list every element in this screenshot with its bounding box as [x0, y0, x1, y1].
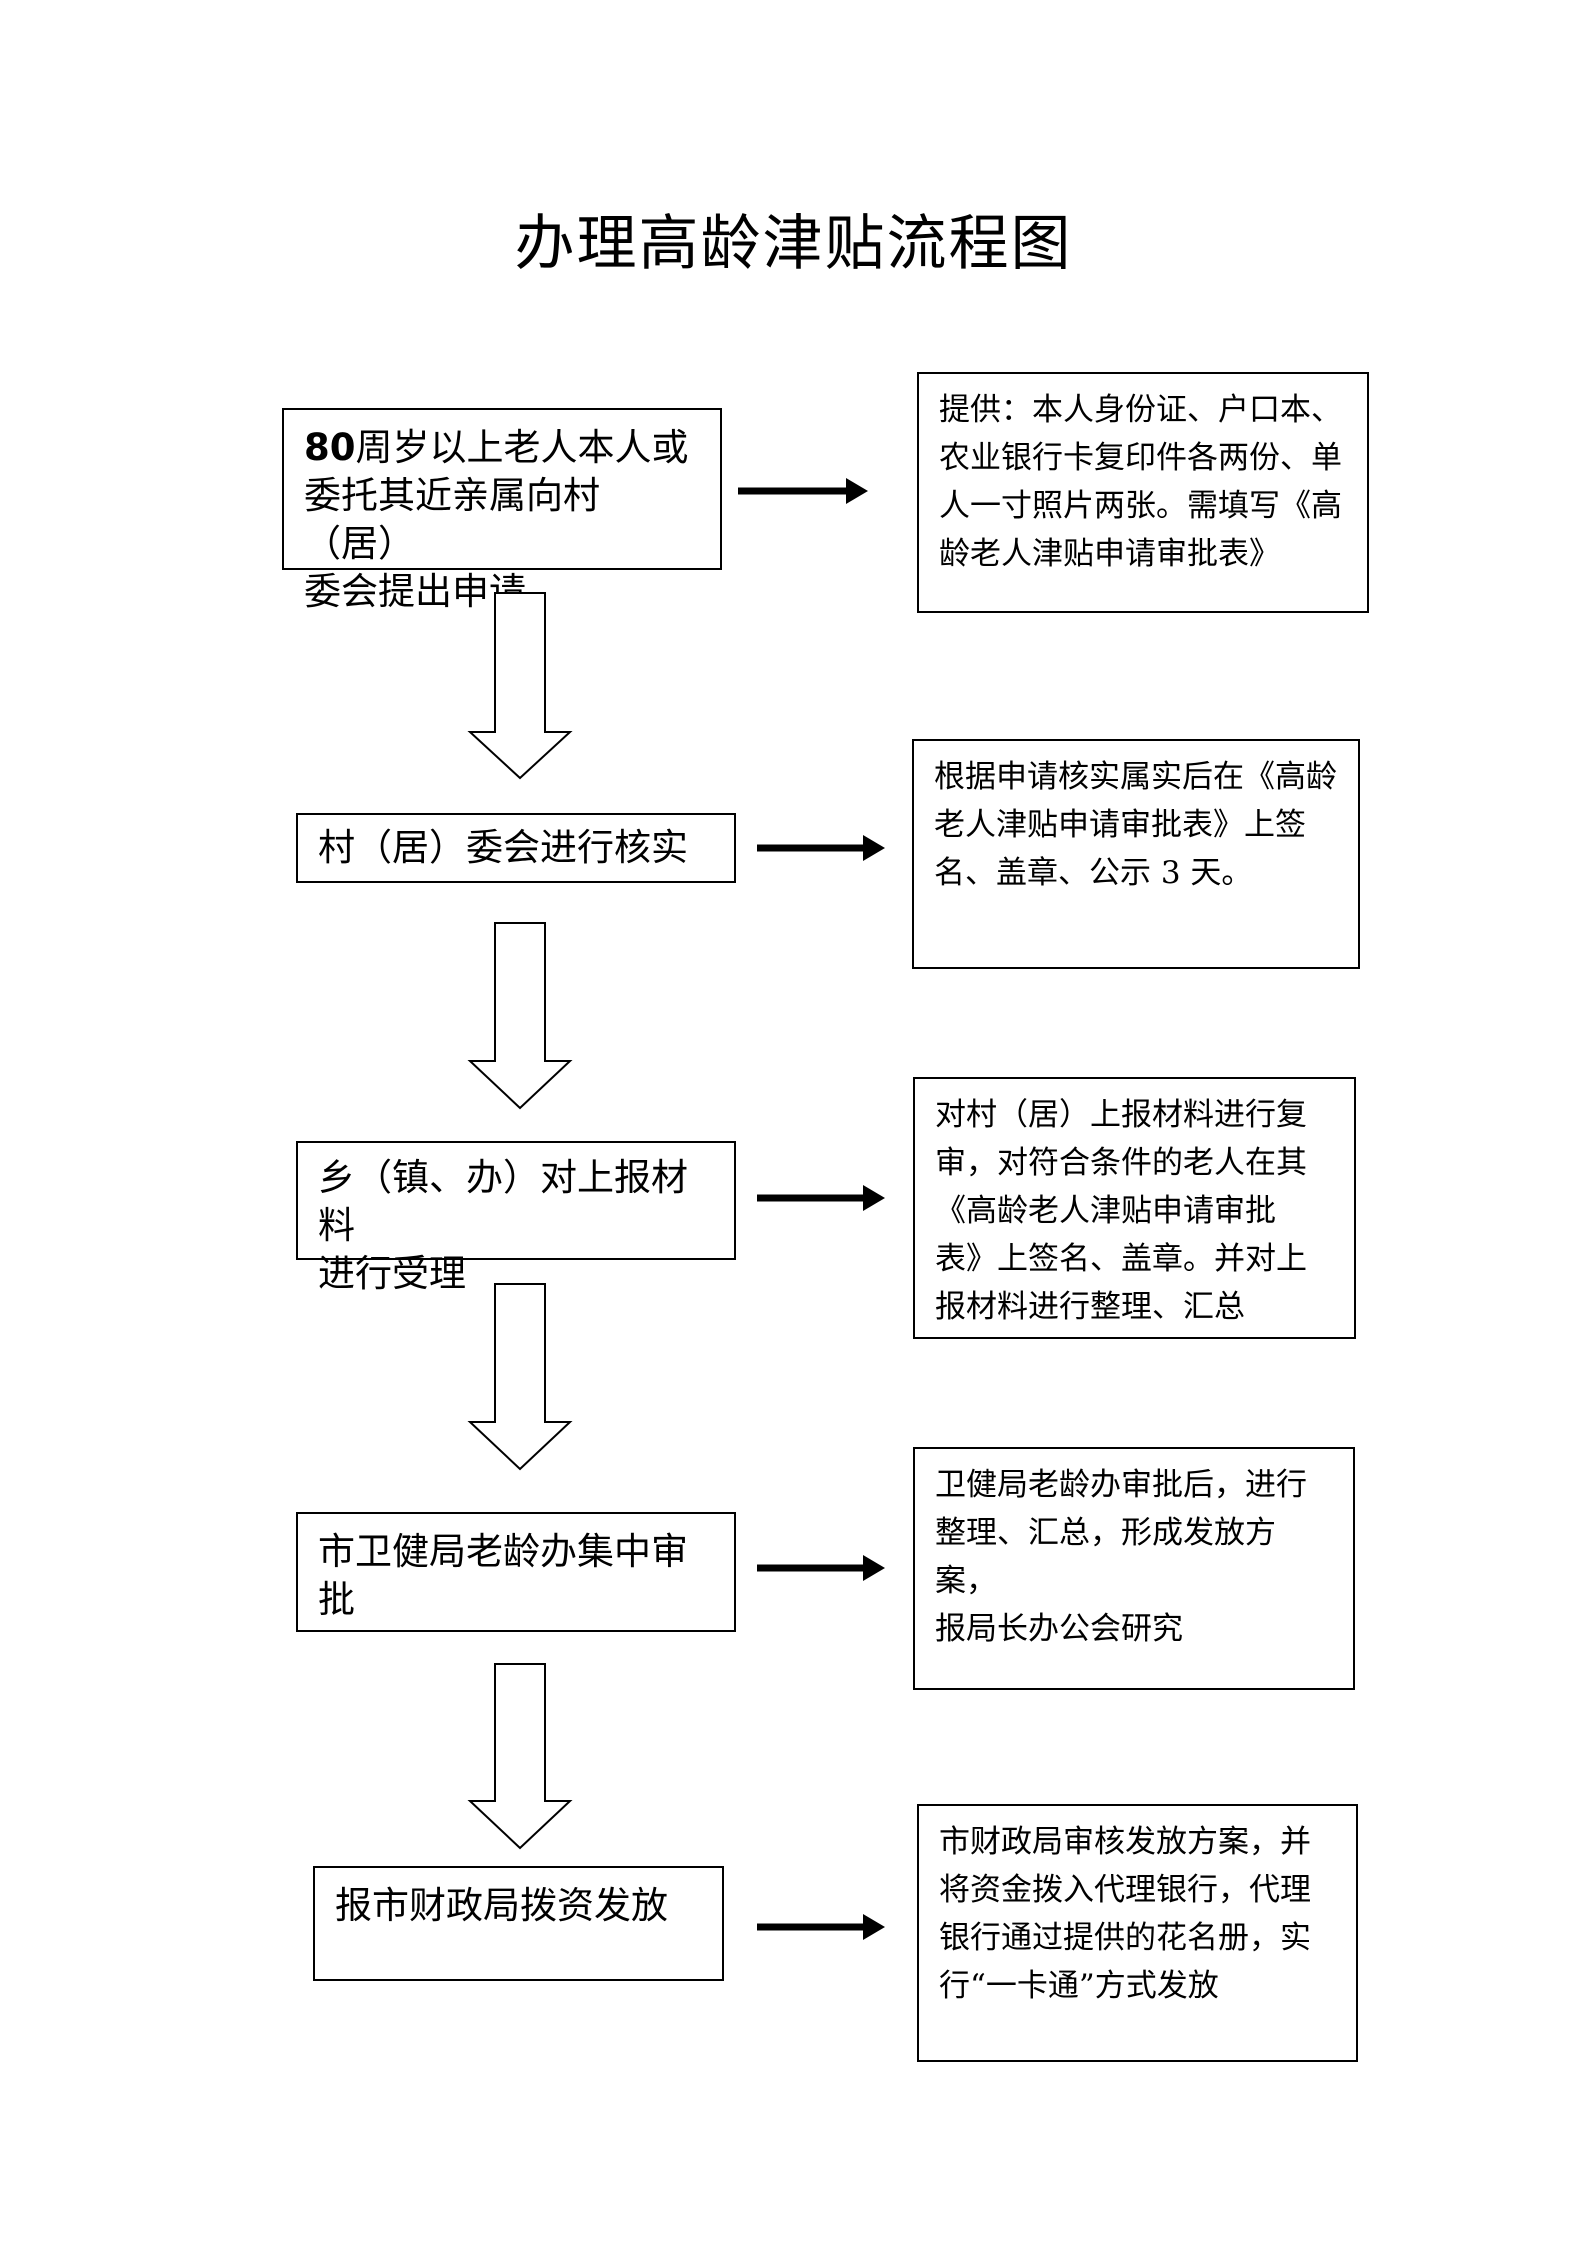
- step-2-box: 村（居）委会进行核实: [296, 813, 736, 883]
- down-arrow-1: [467, 592, 573, 780]
- down-arrow-4: [467, 1663, 573, 1850]
- step-1-box: 80周岁以上老人本人或 委托其近亲属向村（居） 委会提出申请: [282, 408, 722, 613]
- right-arrow-5: [757, 1914, 885, 1940]
- step-4-box: 市卫健局老龄办集中审 批: [296, 1512, 736, 1632]
- step-3-note: 对村（居）上报材料进行复 审，对符合条件的老人在其 《高龄老人津贴申请审批 表》…: [935, 1097, 1307, 1325]
- step-1-lead: 80: [304, 426, 356, 469]
- step-4-note-box: 卫健局老龄办审批后，进行 整理、汇总，形成发放方案， 报局长办公会研究: [913, 1447, 1355, 1690]
- step-5-label: 报市财政局拨资发放: [335, 1884, 668, 1927]
- step-3-box: 乡（镇、办）对上报材料 进行受理: [296, 1141, 736, 1295]
- step-5-note: 市财政局审核发放方案，并 将资金拨入代理银行，代理 银行通过提供的花名册，实 行…: [939, 1824, 1311, 2004]
- page-title: 办理高龄津贴流程图: [514, 209, 1073, 279]
- right-arrow-3: [757, 1185, 885, 1211]
- step-4-note: 卫健局老龄办审批后，进行 整理、汇总，形成发放方案， 报局长办公会研究: [935, 1467, 1307, 1647]
- step-1-note-box: 提供：本人身份证、户口本、 农业银行卡复印件各两份、单 人一寸照片两张。需填写《…: [917, 372, 1369, 613]
- step-3-note-box: 对村（居）上报材料进行复 审，对符合条件的老人在其 《高龄老人津贴申请审批 表》…: [913, 1077, 1356, 1339]
- step-1-text: 周岁以上老人本人或 委托其近亲属向村（居） 委会提出申请: [304, 426, 689, 613]
- step-1-note: 提供：本人身份证、户口本、 农业银行卡复印件各两份、单 人一寸照片两张。需填写《…: [939, 392, 1342, 572]
- step-5-note-box: 市财政局审核发放方案，并 将资金拨入代理银行，代理 银行通过提供的花名册，实 行…: [917, 1804, 1358, 2062]
- right-arrow-4: [757, 1555, 885, 1581]
- step-1-label: 80周岁以上老人本人或 委托其近亲属向村（居） 委会提出申请: [304, 424, 702, 616]
- right-arrow-1: [738, 478, 868, 504]
- step-5-box: 报市财政局拨资发放: [313, 1866, 724, 1981]
- right-arrow-2: [757, 835, 885, 861]
- down-arrow-3: [467, 1283, 573, 1471]
- step-3-label: 乡（镇、办）对上报材料 进行受理: [318, 1156, 688, 1295]
- down-arrow-2: [467, 922, 573, 1110]
- step-2-note-box: 根据申请核实属实后在《高龄 老人津贴申请审批表》上签 名、盖章、公示 3 天。: [912, 739, 1360, 969]
- step-2-label: 村（居）委会进行核实: [318, 826, 688, 869]
- step-2-note: 根据申请核实属实后在《高龄 老人津贴申请审批表》上签 名、盖章、公示 3 天。: [934, 759, 1337, 891]
- step-4-label: 市卫健局老龄办集中审 批: [318, 1530, 688, 1621]
